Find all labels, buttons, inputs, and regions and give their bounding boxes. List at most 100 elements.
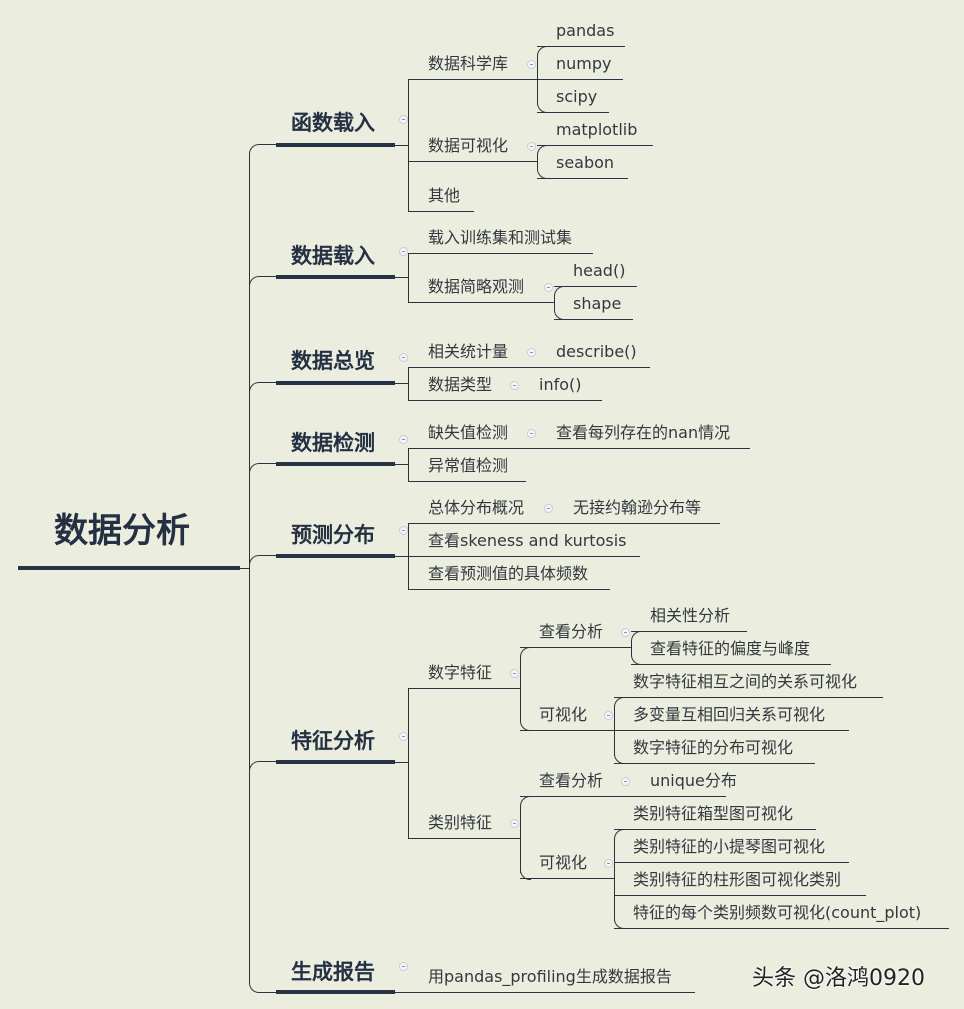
leaf-shape[interactable]: shape xyxy=(573,294,622,313)
node-line xyxy=(520,796,726,797)
collapse-icon[interactable] xyxy=(621,628,630,637)
collapse-icon[interactable] xyxy=(399,247,408,256)
connector xyxy=(631,640,632,656)
node-categorical-features[interactable]: 类别特征 xyxy=(428,813,493,832)
connector xyxy=(408,253,409,302)
branch-underline xyxy=(276,462,395,466)
node-numeric-view-analysis[interactable]: 查看分析 xyxy=(539,622,604,641)
connector xyxy=(520,796,531,807)
node-line xyxy=(520,730,615,731)
node-line xyxy=(520,878,615,879)
collapse-icon[interactable] xyxy=(399,732,408,741)
collapse-icon[interactable] xyxy=(527,60,536,69)
node-pandas-profiling-report[interactable]: 用pandas_profiling生成数据报告 xyxy=(428,967,672,986)
leaf-count-plot-viz[interactable]: 特征的每个类别频数可视化(count_plot) xyxy=(633,903,922,922)
node-outlier-check[interactable]: 异常值检测 xyxy=(428,456,509,475)
collapse-icon[interactable] xyxy=(544,283,553,292)
leaf-violin-viz[interactable]: 类别特征的小提琴图可视化 xyxy=(633,837,826,856)
collapse-icon[interactable] xyxy=(527,429,536,438)
connector xyxy=(614,838,615,921)
connector xyxy=(520,647,531,658)
collapse-icon[interactable] xyxy=(510,819,519,828)
branch-underline xyxy=(276,990,395,994)
leaf-line xyxy=(631,664,831,665)
collapse-icon[interactable] xyxy=(510,381,519,390)
leaf-info[interactable]: info() xyxy=(539,375,582,394)
connector xyxy=(395,762,408,763)
leaf-line xyxy=(554,286,637,287)
node-line xyxy=(408,400,602,401)
watermark: 头条 @洛鸿0920 xyxy=(752,966,925,991)
node-skewness-kurtosis[interactable]: 查看skeness and kurtosis xyxy=(428,531,627,550)
leaf-seabon[interactable]: seabon xyxy=(556,153,615,172)
spine-top xyxy=(249,144,276,175)
branch-data-overview[interactable]: 数据总览 xyxy=(291,349,375,373)
leaf-skew-kurtosis[interactable]: 查看特征的偏度与峰度 xyxy=(650,639,811,658)
node-missing-value-check[interactable]: 缺失值检测 xyxy=(428,423,509,442)
collapse-icon[interactable] xyxy=(399,526,408,535)
branch-underline xyxy=(276,143,395,147)
node-data-brief-observe[interactable]: 数据简略观测 xyxy=(428,277,525,296)
collapse-icon[interactable] xyxy=(604,859,613,868)
node-other[interactable]: 其他 xyxy=(428,186,461,205)
collapse-icon[interactable] xyxy=(510,669,519,678)
branch-underline xyxy=(276,760,395,764)
node-line xyxy=(408,838,521,839)
leaf-line xyxy=(614,895,866,896)
node-numeric-visualization[interactable]: 可视化 xyxy=(539,705,588,724)
collapse-icon[interactable] xyxy=(399,353,408,362)
node-data-types[interactable]: 数据类型 xyxy=(428,375,493,394)
leaf-describe[interactable]: describe() xyxy=(556,342,637,361)
collapse-icon[interactable] xyxy=(399,435,408,444)
leaf-numeric-relation-viz[interactable]: 数字特征相互之间的关系可视化 xyxy=(633,672,858,691)
leaf-matplotlib[interactable]: matplotlib xyxy=(556,120,638,139)
collapse-icon[interactable] xyxy=(527,142,536,151)
leaf-scipy[interactable]: scipy xyxy=(556,87,598,106)
collapse-icon[interactable] xyxy=(399,962,408,971)
leaf-boxplot-viz[interactable]: 类别特征箱型图可视化 xyxy=(633,804,794,823)
node-load-train-test[interactable]: 载入训练集和测试集 xyxy=(428,228,573,247)
leaf-nan-check[interactable]: 查看每列存在的nan情况 xyxy=(556,423,731,442)
node-categorical-visualization[interactable]: 可视化 xyxy=(539,853,588,872)
leaf-unique-distribution[interactable]: unique分布 xyxy=(650,771,737,790)
connector xyxy=(395,556,408,557)
branch-data-check[interactable]: 数据检测 xyxy=(291,431,375,455)
node-prediction-frequency[interactable]: 查看预测值的具体频数 xyxy=(428,564,589,583)
branch-function-loading[interactable]: 函数载入 xyxy=(291,111,375,135)
leaf-numeric-distribution-viz[interactable]: 数字特征的分布可视化 xyxy=(633,738,794,757)
spine-bottom xyxy=(249,960,276,993)
leaf-line xyxy=(537,79,623,80)
connector xyxy=(614,706,615,756)
branch-feature-analysis[interactable]: 特征分析 xyxy=(291,729,375,753)
connector xyxy=(631,631,642,642)
branch-generate-report[interactable]: 生成报告 xyxy=(291,960,375,984)
collapse-icon[interactable] xyxy=(621,777,630,786)
leaf-correlation-analysis[interactable]: 相关性分析 xyxy=(650,606,731,625)
leaf-line xyxy=(537,46,625,47)
node-data-visualization[interactable]: 数据可视化 xyxy=(428,136,509,155)
leaf-bar-chart-viz[interactable]: 类别特征的柱形图可视化类别 xyxy=(633,870,842,889)
connector xyxy=(249,555,276,568)
branch-underline xyxy=(276,554,395,558)
node-overall-distribution[interactable]: 总体分布概况 xyxy=(428,498,525,517)
node-related-stats[interactable]: 相关统计量 xyxy=(428,342,509,361)
collapse-icon[interactable] xyxy=(527,348,536,357)
branch-prediction-distribution[interactable]: 预测分布 xyxy=(291,523,375,547)
node-line xyxy=(408,253,593,254)
collapse-icon[interactable] xyxy=(544,504,553,513)
leaf-line xyxy=(614,928,949,929)
connector xyxy=(537,145,548,156)
root-topic[interactable]: 数据分析 xyxy=(54,511,190,551)
leaf-pandas[interactable]: pandas xyxy=(556,21,615,40)
collapse-icon[interactable] xyxy=(604,711,613,720)
leaf-johnson-distribution[interactable]: 无接约翰逊分布等 xyxy=(573,498,702,517)
leaf-numpy[interactable]: numpy xyxy=(556,54,612,73)
node-numeric-features[interactable]: 数字特征 xyxy=(428,663,493,682)
collapse-icon[interactable] xyxy=(399,115,408,124)
node-data-science-libs[interactable]: 数据科学库 xyxy=(428,54,509,73)
leaf-multivariate-regression-viz[interactable]: 多变量互相回归关系可视化 xyxy=(633,705,826,724)
branch-data-loading[interactable]: 数据载入 xyxy=(291,244,375,268)
node-categorical-view-analysis[interactable]: 查看分析 xyxy=(539,771,604,790)
connector xyxy=(520,805,521,873)
leaf-head[interactable]: head() xyxy=(573,261,626,280)
